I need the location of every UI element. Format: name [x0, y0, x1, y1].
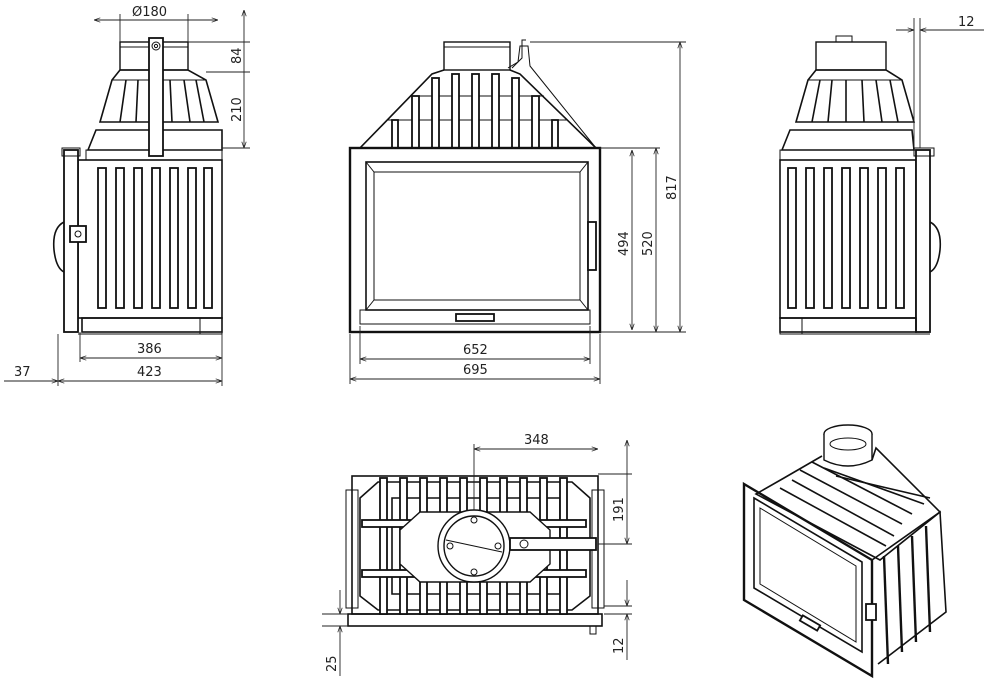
hood-ribs-left: [119, 79, 205, 123]
side-view-left: [52, 37, 223, 335]
iso-side-ribs: [882, 525, 932, 665]
dim-plate-thickness: 25: [325, 655, 340, 672]
dims-top: 348 191 12 25: [322, 433, 632, 676]
side-view-right: [779, 35, 942, 335]
dim-flue-offset: 348: [524, 433, 549, 448]
dim-hood-height: 210: [230, 97, 245, 122]
dim-frame-offset: 37: [14, 365, 31, 380]
dim-body-depth: 386: [137, 342, 162, 357]
dim-total-width: 695: [463, 363, 488, 378]
dims-front: 652 695 494 520 817: [349, 41, 686, 384]
body-ribs-right: [787, 167, 905, 309]
iso-hood-ribs: [779, 461, 931, 547]
dim-collar-height: 84: [230, 47, 245, 64]
dim-back-offset: 12: [612, 637, 627, 654]
dim-total-height: 817: [665, 175, 680, 200]
isometric-view: [742, 424, 947, 679]
dim-flue-center-depth: 191: [612, 497, 627, 522]
dim-glass-width: 652: [463, 343, 488, 358]
top-view: [345, 475, 605, 635]
dim-glass-height: 494: [617, 231, 632, 256]
dim-flue-diameter: Ø180: [132, 5, 167, 20]
hood-ribs-right: [811, 79, 899, 123]
hood-ribs-front: [391, 73, 559, 149]
front-view: [348, 39, 602, 334]
dims-side-right: 12: [896, 15, 984, 148]
dim-side-offset: 12: [958, 15, 975, 30]
dims-side-left: Ø180 84 210 386 423 37: [4, 5, 250, 386]
dim-total-depth: 423: [137, 365, 162, 380]
body-ribs-left: [97, 167, 213, 309]
dim-door-height: 520: [641, 231, 656, 256]
